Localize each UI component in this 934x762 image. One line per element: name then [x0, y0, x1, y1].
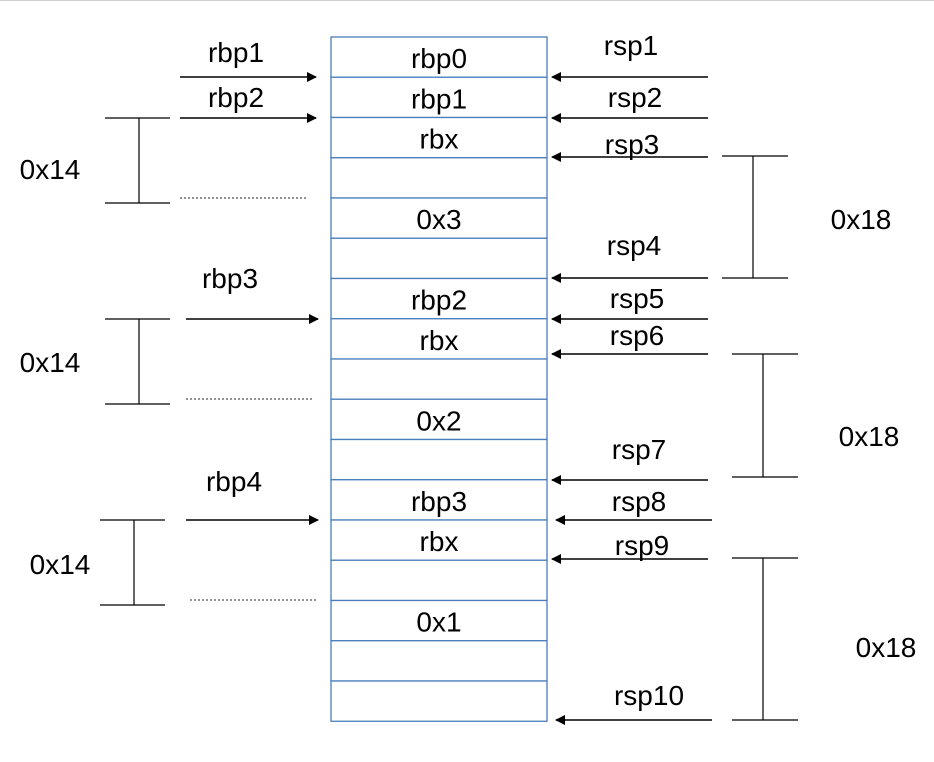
- stack-cell: [330, 559, 548, 602]
- right-span-3-label: 0x18: [856, 632, 917, 663]
- stack-cell: [330, 438, 548, 481]
- stack-cell: [330, 680, 548, 722]
- left-span-2-label: 0x14: [20, 347, 81, 378]
- left-span-3: 0x14: [30, 519, 316, 606]
- stack-block: rbp0 rbp1 rbx 0x3 rbp2 rbx 0x2 rbp3 rbx 0x1: [330, 36, 548, 722]
- rsp6-label: rsp6: [610, 320, 664, 351]
- stack-cell-label: rbx: [420, 124, 459, 155]
- right-span-1: 0x18: [722, 155, 892, 279]
- rsp1-label: rsp1: [604, 30, 658, 61]
- stack-cell: [330, 519, 548, 561]
- stack-cell: [330, 479, 548, 521]
- rbp2-label: rbp2: [208, 82, 264, 113]
- rsp7-label: rsp7: [612, 434, 666, 465]
- right-span-2-label: 0x18: [839, 421, 900, 452]
- stack-cell-label: 0x3: [416, 204, 461, 235]
- stack-cell: [330, 157, 548, 199]
- rsp2-label: rsp2: [608, 82, 662, 113]
- stack-cell-label: rbx: [420, 325, 459, 356]
- right-span-2: 0x18: [732, 353, 900, 478]
- stack-cell: [330, 358, 548, 400]
- left-span-1: 0x14: [20, 117, 306, 204]
- stack-cell: [330, 76, 548, 119]
- rbp3-label: rbp3: [202, 263, 258, 294]
- right-span-1-label: 0x18: [831, 204, 892, 235]
- left-span-3-label: 0x14: [30, 549, 91, 580]
- stack-cell-label: rbp0: [411, 43, 467, 74]
- stack-cell-label: rbp1: [411, 83, 467, 114]
- rsp4-label: rsp4: [607, 230, 661, 261]
- rbp-pointers: rbp1 rbp2 rbp3 rbp4: [180, 37, 319, 525]
- top-border: [0, 0, 934, 1]
- stack-cell: [330, 116, 548, 159]
- stack-cell-label: 0x2: [416, 405, 461, 436]
- rsp8-label: rsp8: [612, 486, 666, 517]
- rbp4-label: rbp4: [206, 466, 262, 497]
- stack-cell-label: rbp2: [411, 285, 467, 316]
- left-span-1-label: 0x14: [20, 154, 81, 185]
- stack-cell: [330, 599, 548, 642]
- stack-cell-label: rbp3: [411, 486, 467, 517]
- rsp9-label: rsp9: [615, 530, 669, 561]
- stack-cell: [330, 237, 548, 280]
- rsp3-label: rsp3: [605, 129, 659, 160]
- stack-cell-label: 0x1: [416, 607, 461, 638]
- rsp10-label: rsp10: [614, 680, 684, 711]
- rsp5-label: rsp5: [610, 283, 664, 314]
- right-span-3: 0x18: [732, 557, 917, 721]
- rsp-pointers: rsp1 rsp2 rsp3 rsp4 rsp5 rsp6 rsp7 rsp8 …: [551, 30, 712, 725]
- left-span-2: 0x14: [20, 318, 312, 405]
- left-spans: 0x14 0x14 0x14: [20, 117, 316, 606]
- rbp1-label: rbp1: [208, 37, 264, 68]
- right-spans: 0x18 0x18 0x18: [722, 155, 917, 721]
- stack-cell-label: rbx: [420, 526, 459, 557]
- stack-cell: [330, 640, 548, 682]
